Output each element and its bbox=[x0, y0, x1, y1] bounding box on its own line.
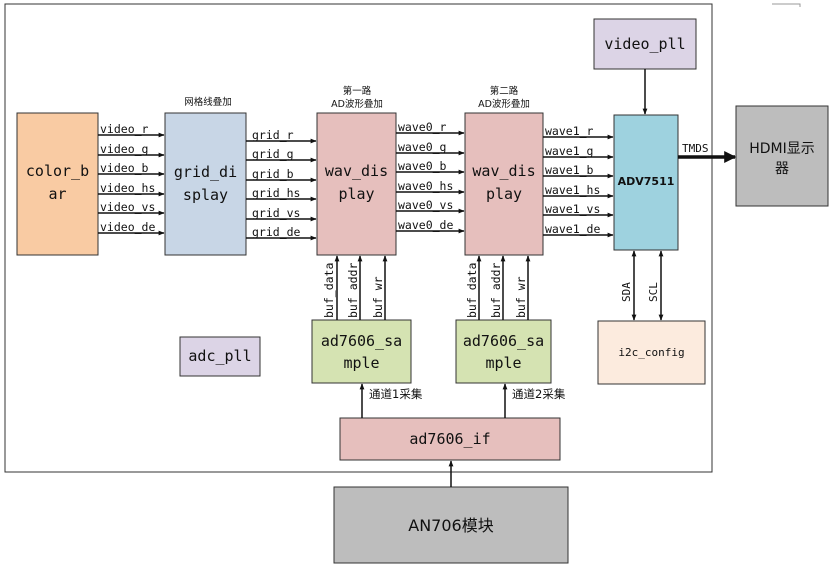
hdmi-display-label-line2: 器 bbox=[775, 161, 789, 177]
video-pll-block: video_pll bbox=[593, 18, 697, 70]
color-bar-block: color_b ar bbox=[16, 112, 99, 256]
signal-grid-de: grid_de bbox=[252, 225, 301, 239]
signal-wave1-b: wave1_b bbox=[545, 163, 594, 177]
ad7606-sample-2-label-line2: mple bbox=[485, 354, 521, 372]
signal-channel1: 通道1采集 bbox=[369, 387, 423, 401]
signal-buf-wr-2: buf_wr bbox=[514, 276, 528, 318]
grid-bus: grid_r grid_g grid_b grid_hs grid_vs gri… bbox=[246, 128, 317, 241]
grid-display-caption: 网格线叠加 bbox=[184, 96, 232, 108]
signal-wave1-hs: wave1_hs bbox=[545, 183, 600, 197]
buf-bus-2: buf_data buf_addr buf_wr bbox=[465, 255, 531, 320]
signal-channel2: 通道2采集 bbox=[512, 387, 566, 401]
signal-buf-data-1: buf_data bbox=[322, 263, 336, 318]
signal-grid-r: grid_r bbox=[252, 128, 294, 142]
signal-video-r: video_r bbox=[100, 122, 149, 136]
wav-display-2-label-line2: play bbox=[486, 185, 522, 203]
signal-buf-addr-1: buf_addr bbox=[346, 263, 360, 318]
signal-scl: SCL bbox=[647, 282, 660, 302]
wav-display-2-block: 第二路 AD波形叠加 wav_dis play bbox=[464, 85, 544, 256]
buf-bus-1: buf_data buf_addr buf_wr bbox=[322, 255, 388, 320]
signal-grid-hs: grid_hs bbox=[252, 186, 300, 200]
signal-grid-vs: grid_vs bbox=[252, 206, 300, 220]
signal-grid-g: grid_g bbox=[252, 147, 294, 161]
signal-wave0-r: wave0_r bbox=[398, 120, 447, 134]
wav-display-1-label-line1: wav_dis bbox=[325, 162, 388, 180]
wav-display-2-caption-2: AD波形叠加 bbox=[478, 98, 530, 110]
signal-video-g: video_g bbox=[100, 142, 148, 156]
signal-video-hs: video_hs bbox=[100, 181, 155, 195]
signal-wave1-g: wave1_g bbox=[545, 144, 593, 158]
wav-display-1-label-line2: play bbox=[338, 185, 374, 203]
signal-buf-data-2: buf_data bbox=[465, 263, 479, 318]
signal-wave1-vs: wave1_vs bbox=[545, 202, 600, 216]
grid-display-label-line1: grid_di bbox=[174, 163, 237, 181]
an706-module-label: AN706模块 bbox=[408, 516, 493, 535]
corner-mark bbox=[772, 3, 801, 7]
wav-display-2-caption-1: 第二路 bbox=[490, 85, 519, 97]
wave0-bus: wave0_r wave0_g wave0_b wave0_hs wave0_v… bbox=[396, 120, 465, 234]
signal-video-vs: video_vs bbox=[100, 200, 155, 214]
signal-wave1-r: wave1_r bbox=[545, 124, 594, 138]
signal-video-b: video_b bbox=[100, 161, 149, 175]
signal-wave0-hs: wave0_hs bbox=[398, 179, 453, 193]
wav-display-1-block: 第一路 AD波形叠加 wav_dis play bbox=[316, 85, 397, 256]
adc-pll-block: adc_pll bbox=[179, 336, 261, 377]
hdmi-display-label-line1: HDMI显示 bbox=[749, 141, 815, 157]
adv7511-label: ADV7511 bbox=[618, 175, 675, 188]
signal-tmds: TMDS bbox=[682, 142, 709, 155]
ad7606-if-label: ad7606_if bbox=[409, 430, 490, 448]
signal-wave0-vs: wave0_vs bbox=[398, 198, 453, 212]
wav-display-2-label-line1: wav_dis bbox=[472, 162, 535, 180]
signal-grid-b: grid_b bbox=[252, 167, 294, 181]
ad7606-if-block: ad7606_if bbox=[339, 417, 561, 461]
grid-display-block: 网格线叠加 grid_di splay bbox=[164, 96, 247, 256]
signal-sda: SDA bbox=[620, 282, 633, 302]
video-pll-label: video_pll bbox=[604, 35, 685, 53]
signal-wave0-g: wave0_g bbox=[398, 140, 446, 154]
wav-display-1-caption-2: AD波形叠加 bbox=[331, 98, 383, 110]
ad7606-sample-1-block: ad7606_sa mple bbox=[311, 319, 412, 384]
adv7511-block: ADV7511 bbox=[613, 114, 679, 251]
ad7606-sample-1-label-line2: mple bbox=[343, 354, 379, 372]
signal-wave0-de: wave0_de bbox=[398, 218, 453, 232]
signal-wave1-de: wave1_de bbox=[545, 222, 600, 236]
i2c-config-label: i2c_config bbox=[618, 346, 684, 359]
color-bar-label-line2: ar bbox=[48, 185, 66, 203]
signal-buf-wr-1: buf_wr bbox=[371, 276, 385, 318]
an706-module-block: AN706模块 bbox=[333, 486, 569, 564]
wav-display-1-caption-1: 第一路 bbox=[343, 85, 372, 97]
hdmi-display-block: HDMI显示 器 bbox=[735, 105, 829, 207]
fpga-boundary bbox=[4, 3, 713, 473]
ad7606-sample-1-label-line1: ad7606_sa bbox=[321, 332, 402, 350]
grid-display-label-line2: splay bbox=[183, 186, 228, 204]
ad7606-sample-2-label-line1: ad7606_sa bbox=[463, 332, 544, 350]
ad7606-sample-2-block: ad7606_sa mple bbox=[455, 319, 552, 384]
i2c-config-block: i2c_config bbox=[597, 320, 706, 385]
color-bar-label-line1: color_b bbox=[26, 162, 89, 180]
video-bus: video_r video_g video_b video_hs video_v… bbox=[98, 122, 165, 236]
adc-pll-label: adc_pll bbox=[188, 347, 251, 365]
wave1-bus: wave1_r wave1_g wave1_b wave1_hs wave1_v… bbox=[543, 124, 614, 238]
signal-video-de: video_de bbox=[100, 220, 155, 234]
signal-wave0-b: wave0_b bbox=[398, 159, 447, 173]
signal-buf-addr-2: buf_addr bbox=[489, 263, 503, 318]
